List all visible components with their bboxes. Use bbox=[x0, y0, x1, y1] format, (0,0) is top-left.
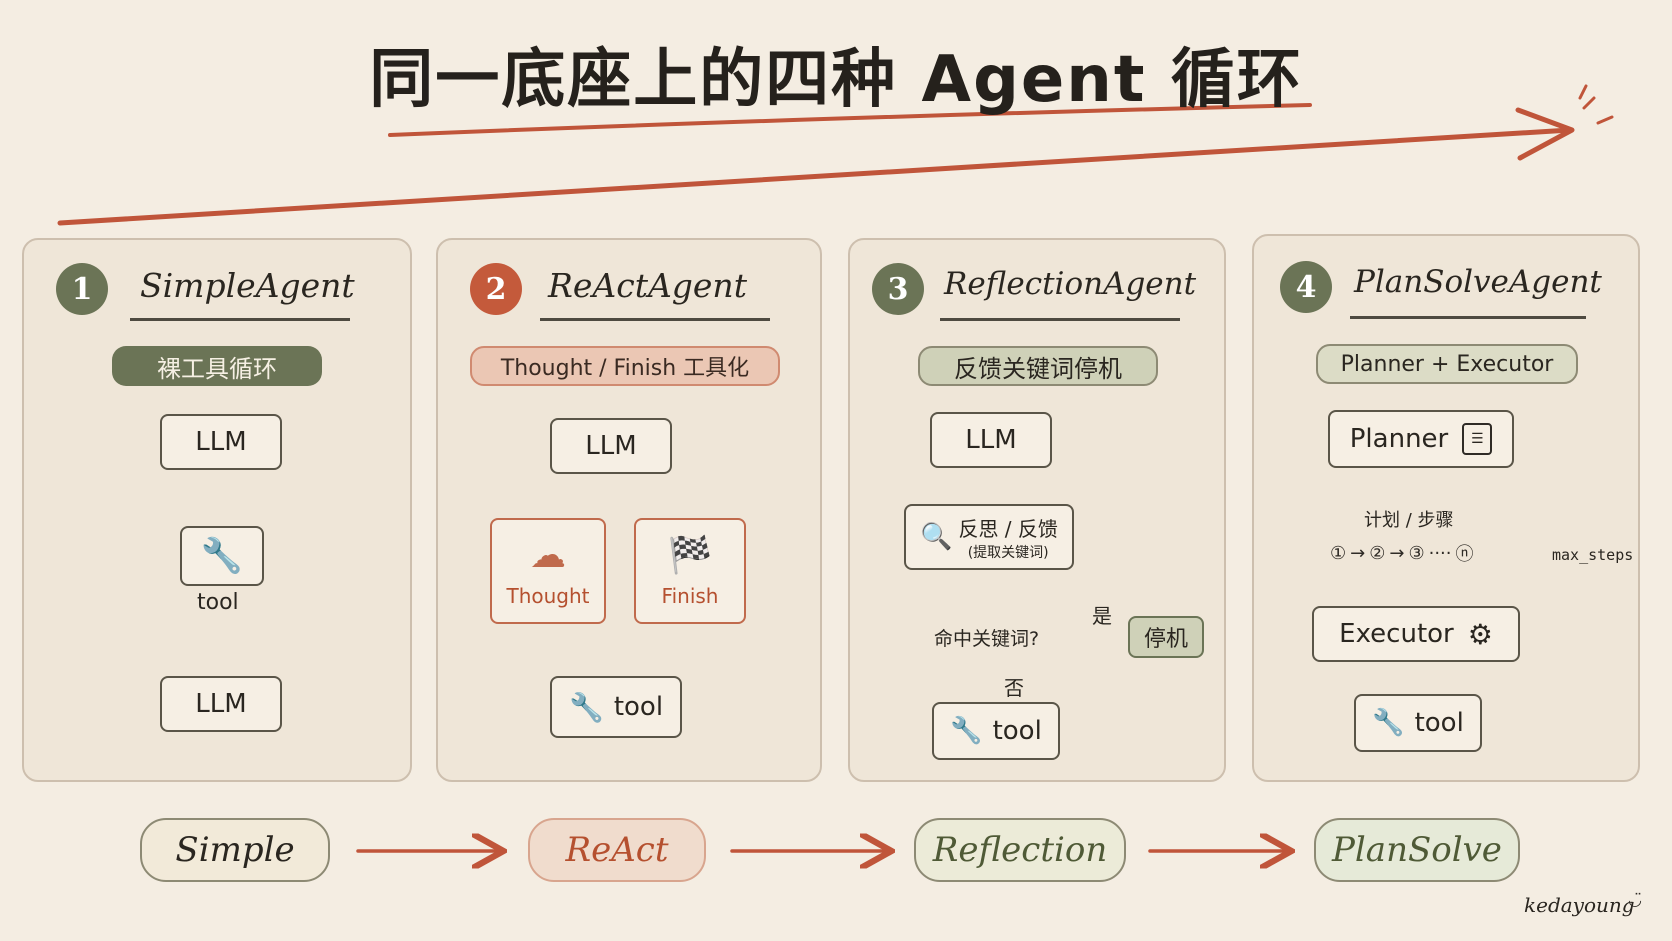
llm-node: LLM bbox=[160, 414, 282, 470]
wrench-icon: 🔧 bbox=[950, 716, 983, 746]
stage-tag-plansolve: PlanSolve bbox=[1314, 818, 1520, 882]
plan-title: 计划 / 步骤 bbox=[1364, 510, 1454, 531]
panel-subtitle: 反馈关键词停机 bbox=[918, 346, 1158, 386]
tool-label: tool bbox=[613, 692, 664, 722]
plan-steps: ① → ② → ③ ···· ⓝ bbox=[1330, 540, 1474, 566]
step-3: ③ bbox=[1408, 542, 1425, 564]
yes-label: 是 bbox=[1092, 604, 1112, 628]
panel-number: 3 bbox=[872, 263, 924, 315]
tool-node: 🔧 tool bbox=[932, 702, 1060, 760]
tool-node: 🔧 tool bbox=[1354, 694, 1482, 752]
panel-title: ReActAgent bbox=[548, 266, 747, 305]
panel-subtitle: 裸工具循环 bbox=[112, 346, 322, 386]
magnifier-icon: 🔍 bbox=[920, 522, 953, 552]
checkered-flag-icon: 🏁 bbox=[667, 535, 713, 576]
panel-subtitle: Planner + Executor bbox=[1316, 344, 1578, 384]
thought-cloud-icon: ☁ bbox=[530, 534, 566, 576]
stage-tag-reflection: Reflection bbox=[914, 818, 1126, 882]
tool-label: tool bbox=[1414, 708, 1464, 738]
reflect-label: 反思 / 反馈 bbox=[958, 516, 1058, 541]
thought-label: Thought bbox=[506, 583, 590, 608]
decision-label: 命中关键词? bbox=[934, 628, 1040, 650]
title-underline bbox=[940, 318, 1180, 321]
title-underline bbox=[130, 318, 350, 321]
arrow-right-icon: → bbox=[1350, 542, 1366, 564]
page-title: 同一底座上的四种 Agent 循环 bbox=[369, 43, 1303, 117]
panel-title: PlanSolveAgent bbox=[1354, 264, 1602, 300]
llm-node: LLM bbox=[160, 676, 282, 732]
no-label: 否 bbox=[1004, 676, 1024, 700]
stop-node: 停机 bbox=[1128, 616, 1204, 658]
llm-node: LLM bbox=[930, 412, 1052, 468]
panel-plansolve-agent bbox=[1252, 234, 1640, 782]
step-2: ② bbox=[1369, 542, 1386, 564]
finish-node: 🏁 Finish bbox=[634, 518, 746, 624]
stage-tag-simple: Simple bbox=[140, 818, 330, 882]
smile-icon: ◡̈ bbox=[1628, 890, 1642, 909]
panel-number: 2 bbox=[470, 263, 522, 315]
panel-title: ReflectionAgent bbox=[944, 266, 1197, 302]
llm-node: LLM bbox=[550, 418, 672, 474]
executor-label: Executor bbox=[1339, 619, 1454, 649]
title-underline bbox=[540, 318, 770, 321]
title-underline bbox=[1350, 316, 1586, 319]
tool-label: tool bbox=[197, 590, 239, 615]
step-ellipsis: ···· bbox=[1428, 542, 1452, 564]
step-n: ⓝ bbox=[1455, 544, 1474, 565]
loop-label: max_steps bbox=[1552, 546, 1634, 564]
planner-label: Planner bbox=[1349, 424, 1449, 454]
wrench-icon: 🔧 bbox=[200, 536, 244, 576]
thought-node: ☁ Thought bbox=[490, 518, 606, 624]
wrench-icon: 🔧 bbox=[568, 690, 604, 724]
arrow-right-icon: → bbox=[1389, 542, 1405, 564]
gear-icon: ⚙ bbox=[1467, 617, 1493, 651]
progression-arrow bbox=[57, 127, 1573, 226]
tool-label: tool bbox=[992, 716, 1042, 746]
executor-node: Executor ⚙ bbox=[1312, 606, 1520, 662]
reflect-node: 🔍 反思 / 反馈 (提取关键词) bbox=[904, 504, 1074, 570]
panel-number: 4 bbox=[1280, 261, 1332, 313]
finish-label: Finish bbox=[661, 584, 719, 608]
step-1: ① bbox=[1330, 542, 1347, 564]
panel-title: SimpleAgent bbox=[140, 266, 355, 305]
panel-subtitle: Thought / Finish 工具化 bbox=[470, 346, 780, 386]
tool-node: 🔧 bbox=[180, 526, 264, 586]
panel-number: 1 bbox=[56, 263, 108, 315]
planner-node: Planner ☰ bbox=[1328, 410, 1514, 468]
signature: kedayoung bbox=[1524, 893, 1635, 917]
tool-node: 🔧 tool bbox=[550, 676, 682, 738]
wrench-icon: 🔧 bbox=[1372, 708, 1405, 738]
reflect-sublabel: (提取关键词) bbox=[967, 544, 1049, 561]
stage-tag-react: ReAct bbox=[528, 818, 706, 882]
checklist-icon: ☰ bbox=[1462, 423, 1493, 455]
